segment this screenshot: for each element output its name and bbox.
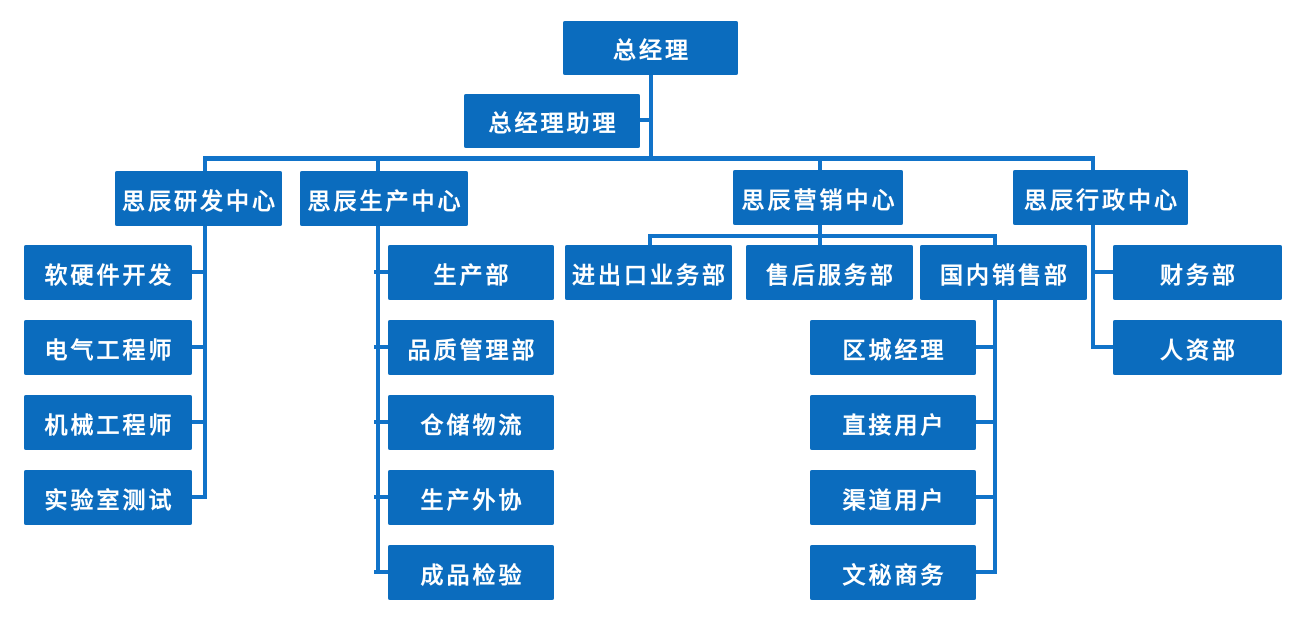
connector-stub-channel-users [974,495,997,499]
connector-stub-lab-testing [190,495,207,499]
node-marketing-center: 思辰营销中心 [733,170,903,225]
connector-stub-mechanical-engineer [190,420,207,424]
node-secretary-business: 文秘商务 [810,545,976,600]
connector-stub-quality-mgmt-dept [374,345,390,349]
node-finance-dept: 财务部 [1113,245,1282,300]
node-general-manager: 总经理 [563,21,738,75]
node-quality-mgmt-dept: 品质管理部 [388,320,554,375]
node-gm-assistant: 总经理助理 [464,94,640,148]
connector-stub-production-outsourcing [374,495,390,499]
connector-stub-finance-dept [1091,270,1116,274]
connector-stub-finished-product-inspection [374,570,390,574]
connector-stub-electrical-engineer [190,345,207,349]
connector-assistant-stub [636,118,653,122]
node-software-hardware-dev: 软硬件开发 [24,245,192,300]
node-domestic-sales-dept: 国内销售部 [920,245,1087,300]
connector-admin-drop [1091,156,1095,349]
node-warehouse-logistics: 仓储物流 [388,395,554,450]
node-lab-testing: 实验室测试 [24,470,192,525]
connector-stub-regional-manager [974,345,997,349]
node-production-dept: 生产部 [388,245,554,300]
node-direct-users: 直接用户 [810,395,976,450]
connector-stub-software-hardware-dev [190,270,207,274]
connector-rd-drop [203,156,207,499]
node-rd-center: 思辰研发中心 [115,171,282,226]
node-admin-center: 思辰行政中心 [1013,170,1188,225]
node-import-export-dept: 进出口业务部 [565,245,732,300]
connector-main-rail [203,156,1095,161]
connector-stub-secretary-business [974,570,997,574]
connector-gm-drop [649,74,653,161]
connector-domestic-sales-drop [993,234,997,574]
connector-production-drop [376,156,380,574]
node-mechanical-engineer: 机械工程师 [24,395,192,450]
node-hr-dept: 人资部 [1113,320,1282,375]
connector-stub-direct-users [974,420,997,424]
node-after-sales-dept: 售后服务部 [746,245,913,300]
connector-stub-production-dept [374,270,390,274]
node-electrical-engineer: 电气工程师 [24,320,192,375]
node-finished-product-inspection: 成品检验 [388,545,554,600]
connector-stub-warehouse-logistics [374,420,390,424]
node-production-outsourcing: 生产外协 [388,470,554,525]
connector-marketing-rail [648,234,997,238]
connector-stub-hr-dept [1091,345,1116,349]
node-channel-users: 渠道用户 [810,470,976,525]
node-regional-manager: 区城经理 [810,320,976,375]
node-production-center: 思辰生产中心 [300,171,468,226]
connector-import-export-drop [648,234,652,247]
